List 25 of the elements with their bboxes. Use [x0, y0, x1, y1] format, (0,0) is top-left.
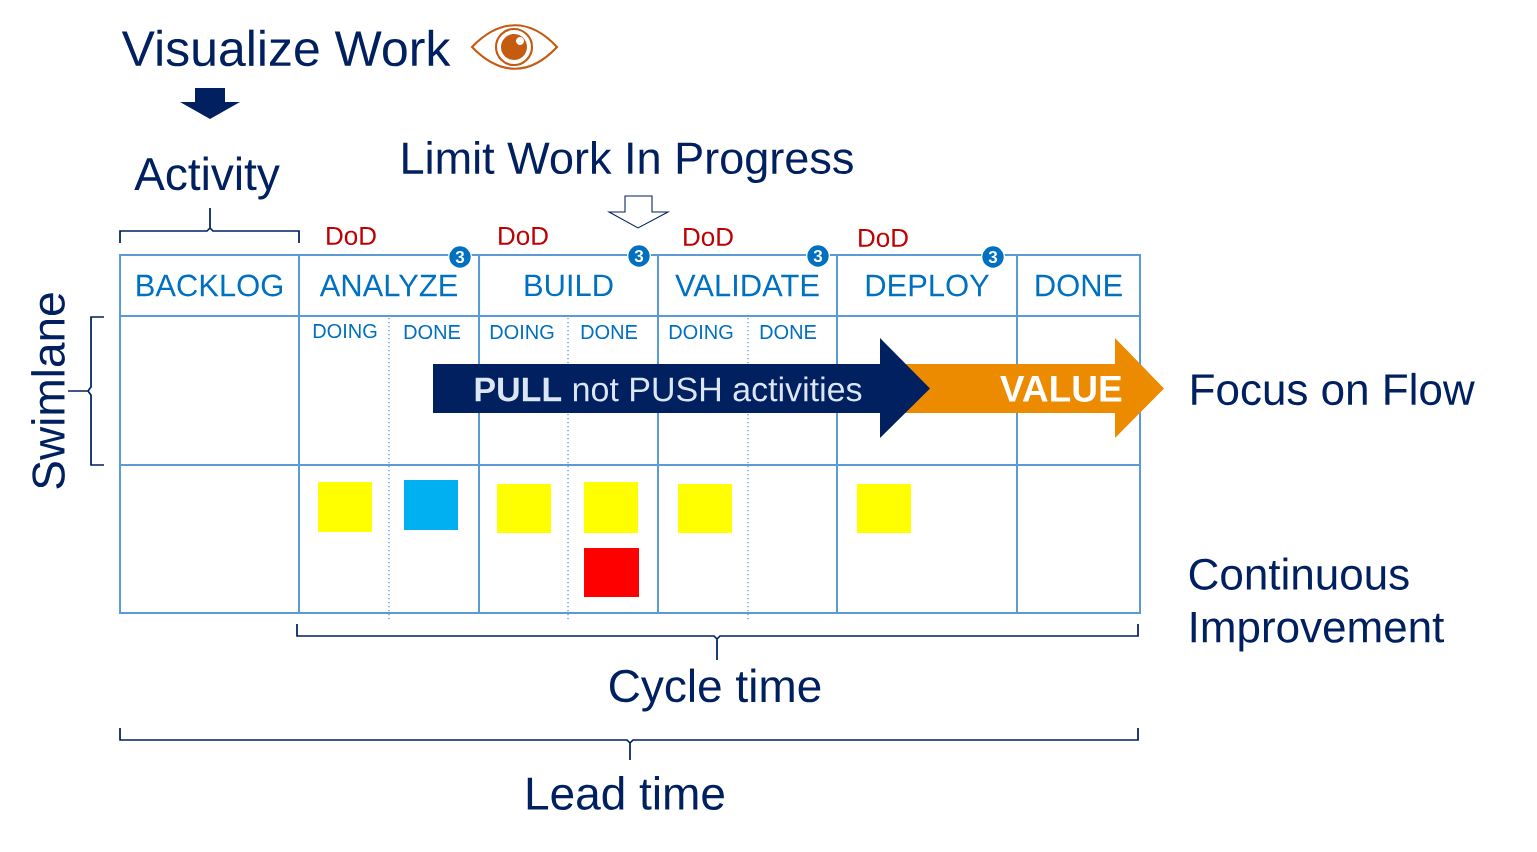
- wip-limit-badge: 3: [981, 245, 1005, 269]
- dod-label: DoD: [859, 228, 908, 248]
- wip-limit-badge: 3: [627, 244, 651, 268]
- sub-column-label: DONE: [404, 324, 461, 340]
- wip-limit-badge: 3: [806, 244, 830, 268]
- dod-label: DoD: [684, 227, 733, 247]
- sub-column-label: DOING: [313, 323, 377, 339]
- dod-label: DoD: [499, 226, 548, 246]
- heading: Visualize Work: [121, 29, 451, 67]
- heading: Limit Work In Progress: [403, 141, 853, 183]
- side-label: Swimlane: [31, 293, 65, 489]
- side-label: Continuous Improvement: [1189, 557, 1444, 652]
- column-header: DONE: [1016, 253, 1141, 318]
- dod-label: DoD: [327, 226, 376, 246]
- sub-column-label: DONE: [760, 324, 817, 340]
- wip-limit-badge: 3: [448, 245, 472, 269]
- pull-banner: PULL not PUSH activities: [433, 338, 930, 438]
- heading: Activity: [134, 156, 280, 200]
- column-header: BACKLOG: [119, 253, 300, 318]
- axis-label: Lead time: [527, 776, 724, 810]
- sub-column-label: DOING: [490, 324, 554, 340]
- sub-column-label: DONE: [581, 324, 638, 340]
- axis-label: Cycle time: [610, 668, 821, 712]
- side-label: Focus on Flow: [1192, 372, 1475, 406]
- sub-column-label: DOING: [669, 324, 733, 340]
